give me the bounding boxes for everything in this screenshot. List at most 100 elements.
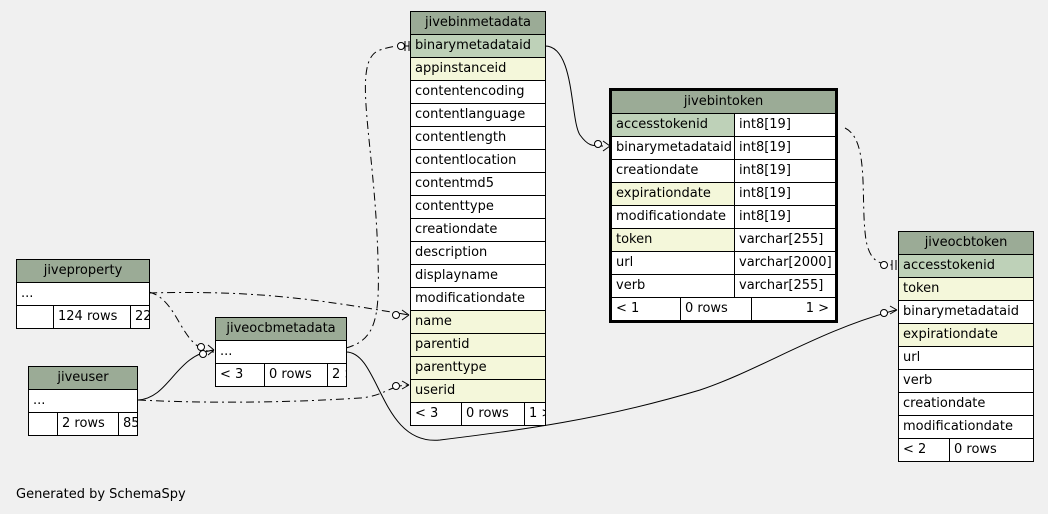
stat-children[interactable]: 85 > (123, 416, 137, 431)
column-row[interactable]: verb (899, 370, 1033, 393)
column-name: ... (33, 393, 46, 408)
table-title: jiveocbmetadata (216, 318, 346, 341)
column-name: name (411, 311, 545, 333)
table-stats-row: < 30 rows 1 > (411, 403, 545, 425)
column-name: modificationdate (415, 291, 525, 306)
column-name: binarymetadataid (411, 35, 545, 57)
column-name: userid (411, 380, 545, 402)
edge-end-marker (199, 350, 207, 358)
column-row[interactable]: contenttype (411, 196, 545, 219)
column-name: accesstokenid (899, 255, 1033, 277)
table-jiveocbmetadata[interactable]: jiveocbmetadata ...< 30 rows 2 > (215, 317, 347, 387)
stat-parents[interactable]: < 3 (216, 364, 265, 386)
column-row[interactable]: description (411, 242, 545, 265)
column-name: parentid (411, 334, 545, 356)
column-type: varchar[255] (734, 229, 835, 251)
stat-row-count: 2 rows (58, 413, 119, 435)
stat-row-count: 0 rows (954, 442, 997, 457)
column-row[interactable]: binarymetadataid (899, 301, 1033, 324)
column-row[interactable]: creationdate (411, 219, 545, 242)
column-row[interactable]: token (899, 278, 1033, 301)
column-name: url (903, 350, 921, 365)
edge-end-marker (392, 311, 400, 319)
column-name: contentencoding (415, 84, 525, 99)
column-row[interactable]: displayname (411, 265, 545, 288)
column-name: url (616, 255, 634, 270)
edge-end-marker (594, 140, 602, 148)
edge-property-binmetadata (148, 291, 410, 316)
generated-by-label: Generated by SchemaSpy (16, 487, 186, 502)
column-row[interactable]: binarymetadataid (411, 35, 545, 58)
column-row[interactable]: url (899, 347, 1033, 370)
stat-children[interactable]: 1 > (529, 406, 545, 421)
stat-parents[interactable]: < 3 (411, 403, 462, 425)
column-row[interactable]: contentlength (411, 127, 545, 150)
column-row[interactable]: appinstanceid (411, 58, 545, 81)
column-name: creationdate (616, 163, 699, 178)
column-row[interactable]: modificationdate int8[19] (612, 206, 835, 229)
stat-parents[interactable] (29, 413, 58, 435)
column-row[interactable]: parenttype (411, 357, 545, 380)
table-title: jivebinmetadata (411, 12, 545, 35)
edge-end-marker (392, 382, 400, 390)
column-name: expirationdate (899, 324, 1033, 346)
column-row[interactable]: contentencoding (411, 81, 545, 104)
column-row[interactable]: ... (17, 283, 149, 306)
edge-bintoken-binmetadata (544, 45, 604, 147)
column-name: verb (903, 373, 933, 388)
column-name: modificationdate (616, 209, 726, 224)
edge-end-marker (880, 309, 888, 317)
column-row[interactable]: modificationdate (411, 288, 545, 311)
column-row[interactable]: contentlanguage (411, 104, 545, 127)
stat-row-count: 0 rows (265, 364, 328, 386)
stat-children[interactable]: 2 > (332, 367, 346, 382)
stat-children[interactable]: 1 > (805, 301, 829, 316)
column-row[interactable]: expirationdate (899, 324, 1033, 347)
column-row[interactable]: name (411, 311, 545, 334)
column-row[interactable]: ... (216, 341, 346, 364)
column-name: description (415, 245, 488, 260)
column-name: token (899, 278, 1033, 300)
column-type: int8[19] (734, 206, 835, 228)
stat-parents[interactable] (17, 306, 54, 328)
column-row[interactable]: ... (29, 390, 137, 413)
table-stats-row: < 30 rows 2 > (216, 364, 346, 386)
column-name: parenttype (411, 357, 545, 379)
table-title: jivebintoken (612, 91, 835, 114)
stat-parents[interactable]: < 1 (612, 298, 681, 320)
stat-row-count: 0 rows (462, 403, 525, 425)
stat-children[interactable]: 22 > (135, 309, 149, 324)
column-name: contentlanguage (415, 107, 526, 122)
edge-end-marker (197, 343, 205, 351)
column-row[interactable]: parentid (411, 334, 545, 357)
column-row[interactable]: userid (411, 380, 545, 403)
table-title: jiveproperty (17, 260, 149, 283)
stat-row-count: 0 rows (681, 298, 752, 320)
column-name: contentlocation (415, 153, 517, 168)
edge-end-marker (880, 261, 888, 269)
column-row[interactable]: accesstokenid (899, 255, 1033, 278)
stat-parents[interactable]: < 2 (899, 439, 950, 461)
column-name: ... (21, 286, 34, 301)
column-name: contentmd5 (415, 176, 494, 191)
column-row[interactable]: modificationdate (899, 416, 1033, 439)
column-name: creationdate (903, 396, 986, 411)
column-row[interactable]: contentlocation (411, 150, 545, 173)
column-row[interactable]: creationdate (899, 393, 1033, 416)
column-row[interactable]: contentmd5 (411, 173, 545, 196)
column-name: binarymetadataid (616, 140, 732, 155)
